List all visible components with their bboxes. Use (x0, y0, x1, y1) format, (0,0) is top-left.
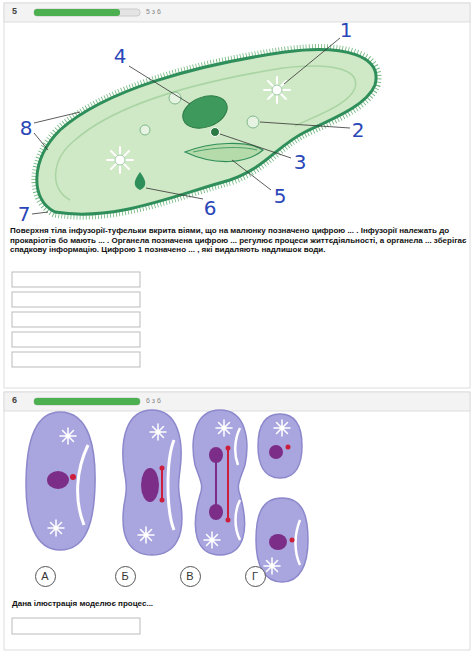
macronucleus (141, 468, 159, 502)
cell-division (26, 410, 308, 582)
stage-letter: Г (252, 571, 258, 582)
oral-groove (185, 143, 263, 161)
question-panel (4, 392, 470, 650)
progress-text: 5 з 6 (146, 8, 161, 16)
food-vacuole (140, 125, 150, 135)
paramecium-cell (123, 410, 182, 555)
callout-number: 1 (340, 19, 353, 41)
callout-number: 4 (114, 45, 127, 67)
question-text: Дана ілюстрація моделює процес... (12, 600, 153, 609)
callout-number: 8 (20, 117, 33, 139)
contractile-vacuole (264, 77, 290, 103)
progress-track (34, 9, 140, 16)
stage-letter: А (41, 571, 48, 582)
paramecium-cell (26, 412, 95, 550)
cytopyge (135, 172, 146, 190)
macronucleus (47, 471, 69, 489)
progress-fill (34, 9, 120, 16)
answer-inputs (12, 272, 140, 367)
micronucleus (211, 128, 220, 137)
question-panel (4, 3, 470, 388)
paramecium-cell (193, 410, 247, 555)
leader-lines (32, 38, 350, 214)
question-number: 5 (12, 7, 17, 17)
progress-text: 6 з 6 (146, 397, 161, 405)
answer-input (12, 618, 140, 634)
stage-letter-circle: В (180, 566, 201, 587)
stage-letter-circle: Б (115, 566, 136, 587)
daughter-cell (258, 414, 302, 478)
oral-groove (78, 445, 88, 525)
question-text: Поверхня тіла інфузорії-туфельки вкрита … (10, 226, 468, 255)
paramecium (37, 50, 376, 215)
contractile-vacuole (107, 147, 133, 173)
micronucleus (70, 474, 76, 480)
callout-number: 6 (204, 197, 217, 219)
stage-letter: Б (121, 571, 128, 582)
cell-membrane (37, 50, 376, 215)
progress-fill (34, 398, 140, 405)
food-vacuole (247, 116, 259, 128)
progress-track (34, 398, 140, 405)
callout-number: 3 (294, 151, 307, 173)
question-number: 6 (12, 396, 17, 406)
callout-number: 5 (274, 185, 287, 207)
macronucleus (178, 90, 231, 134)
food-vacuole (169, 92, 181, 104)
ectoplasm (56, 66, 356, 200)
stage-letter: В (186, 571, 193, 582)
cilia (37, 50, 376, 215)
callout-number: 2 (352, 119, 365, 141)
stage-letter-circle: Г (245, 566, 266, 587)
daughter-cell (256, 498, 308, 582)
callout-number: 7 (18, 203, 31, 225)
stage-letter-circle: А (35, 566, 56, 587)
